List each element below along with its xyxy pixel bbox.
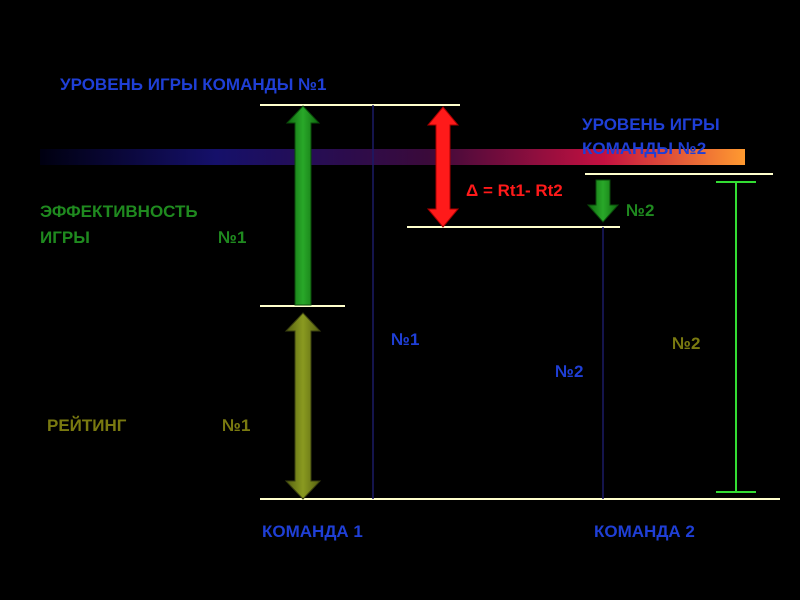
team1-label: КОМАНДА 1 (262, 522, 363, 541)
efficiency-number: №1 (218, 228, 247, 247)
rating-double-arrow (284, 312, 322, 500)
team2-efficiency-arrow (586, 179, 620, 223)
team1-center-number: №1 (391, 330, 420, 349)
efficiency-label-line1: ЭФФЕКТИВНОСТЬ (40, 202, 198, 221)
rating-label: РЕЙТИНГ (47, 416, 127, 435)
gradient-band (40, 149, 745, 165)
team2-level-label-line2: КОМАНДЫ №2 (582, 139, 707, 158)
delta-formula: Δ = Rt1- Rt2 (466, 181, 563, 200)
efficiency-arrow (285, 105, 321, 306)
team2-mid-number: №2 (555, 362, 584, 381)
team2-level-label-line1: УРОВЕНЬ ИГРЫ (582, 115, 720, 134)
efficiency-label-line2: ИГРЫ (40, 228, 90, 247)
team2-label: КОМАНДА 2 (594, 522, 695, 541)
rating-number: №1 (222, 416, 251, 435)
team2-right-number: №2 (672, 334, 701, 353)
team1-level-label: УРОВЕНЬ ИГРЫ КОМАНДЫ №1 (60, 75, 327, 94)
efficiency2-number: №2 (626, 201, 655, 220)
delta-double-arrow (426, 106, 460, 228)
